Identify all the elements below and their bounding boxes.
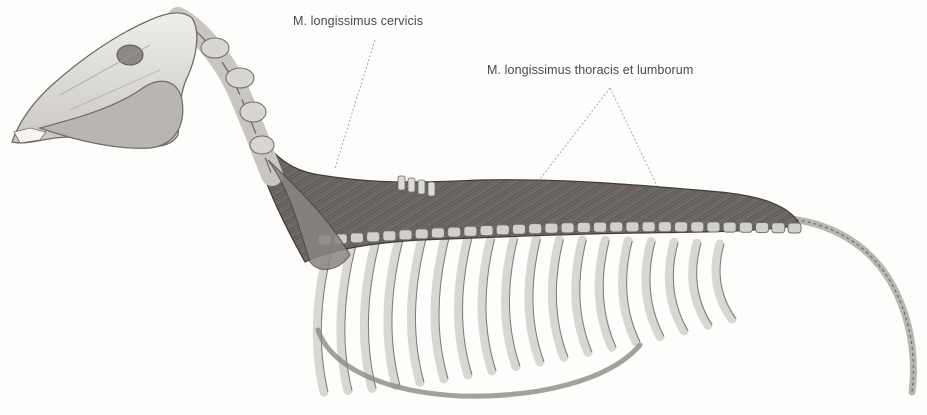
vertebra [529, 224, 542, 234]
vertebra [739, 222, 752, 232]
vertebra [383, 231, 396, 241]
leader-line-thoracis-left [530, 88, 610, 192]
vertebra [658, 222, 671, 232]
vertebra [431, 228, 444, 238]
vertebra [594, 222, 607, 232]
tail-vertebrae-icon [760, 218, 913, 392]
vertebra [610, 222, 623, 232]
rib [364, 241, 375, 389]
vertebra [415, 229, 428, 239]
vertebra [577, 222, 590, 232]
vertebra [626, 222, 639, 232]
vertebra [691, 222, 704, 232]
vertebra [545, 223, 558, 233]
vertebra [399, 230, 412, 240]
dorsal-process [398, 176, 405, 190]
vertebra [788, 223, 801, 233]
vertebra [772, 223, 785, 233]
vertebra [448, 227, 461, 237]
vertebra [642, 222, 655, 232]
vertebra [367, 232, 380, 242]
horse-skull-icon [12, 13, 197, 148]
vertebra [496, 225, 509, 235]
leader-line-cervicis [335, 40, 375, 168]
vertebra [350, 233, 363, 243]
vertebra [561, 223, 574, 233]
label-longissimus-thoracis-et-lumborum: M. longissimus thoracis et lumborum [487, 63, 693, 77]
rib [411, 240, 421, 383]
rib-cage-icon [317, 239, 736, 392]
label-longissimus-cervicis: M. longissimus cervicis [293, 14, 423, 28]
vertebra [512, 224, 525, 234]
vertebra [756, 223, 769, 233]
vertebra [707, 222, 720, 232]
dorsal-process [408, 178, 415, 192]
dorsal-process [418, 180, 425, 194]
dorsal-process [428, 182, 435, 196]
rib [388, 240, 399, 385]
vertebra [480, 226, 493, 236]
vertebra [675, 222, 688, 232]
vertebra [723, 222, 736, 232]
vertebra [464, 226, 477, 236]
leader-line-thoracis-right [610, 88, 662, 196]
